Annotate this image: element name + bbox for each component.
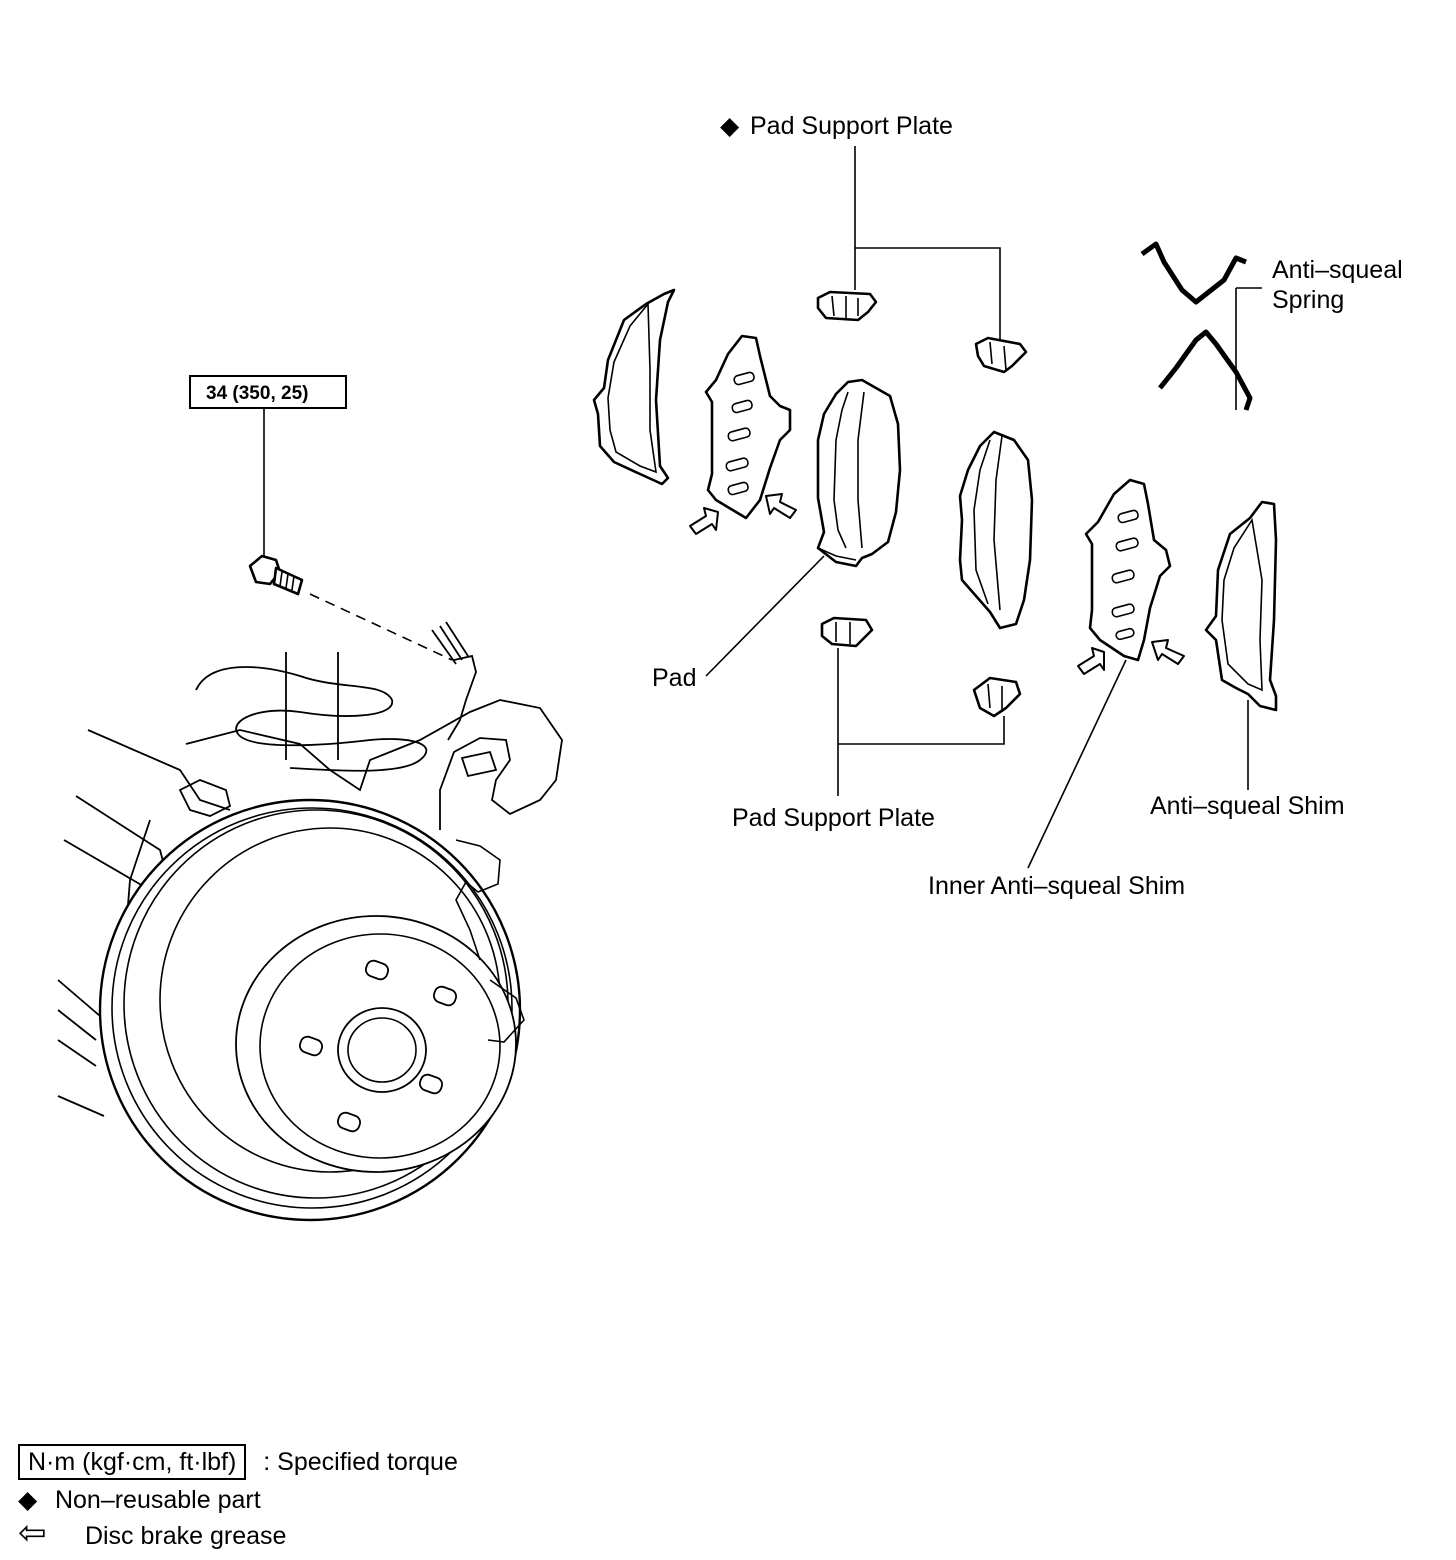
brake-diagram: ◆ Pad Support Plate Anti–squeal Spring [57, 112, 1403, 1222]
label-pad-support-plate-top: Pad Support Plate [750, 112, 953, 140]
grease-arrow-icon: ⇦ [18, 1514, 47, 1552]
grease-arrow-icon [765, 493, 797, 519]
pad-support-clip-bottom-right [972, 676, 1022, 718]
outer-anti-squeal-shim [592, 288, 676, 486]
non-reusable-icon: ◆ [720, 112, 740, 140]
legend-row-torque: N·m (kgf·cm, ft·lbf) : Specified torque [18, 1444, 458, 1480]
pad-support-clip-bottom-left [820, 616, 874, 648]
legend: N·m (kgf·cm, ft·lbf) : Specified torque … [18, 1444, 458, 1552]
pad-support-clip-top-left [816, 290, 878, 322]
legend-row-grease: ⇦ Disc brake grease [18, 1514, 458, 1552]
outer-anti-squeal-shim-right [1204, 500, 1278, 712]
suspension-assembly [57, 621, 563, 1117]
callout-pad-support-plate-top: ◆ Pad Support Plate [720, 112, 1001, 340]
label-inner-anti-squeal-shim: Inner Anti–squeal Shim [928, 872, 1185, 900]
torque-spec-value: 34 (350, 25) [206, 383, 308, 404]
grease-arrow-icon [689, 507, 719, 535]
legend-row-non-reusable: ◆ Non–reusable part [18, 1484, 458, 1518]
grease-arrow-icon [1077, 647, 1105, 675]
callout-pad: Pad [652, 555, 825, 692]
label-pad: Pad [652, 664, 696, 692]
grease-arrow-icon [1151, 639, 1185, 665]
label-anti-squeal-spring-1: Anti–squeal [1272, 256, 1403, 284]
label-anti-squeal-shim: Anti–squeal Shim [1150, 792, 1345, 820]
non-reusable-icon: ◆ [18, 1486, 38, 1514]
legend-torque-desc: : Specified torque [263, 1448, 458, 1476]
brake-disc [98, 798, 525, 1222]
callout-pad-support-plate-bottom: Pad Support Plate [732, 648, 1005, 832]
legend-torque-unit-box: N·m (kgf·cm, ft·lbf) [18, 1444, 247, 1480]
brake-pad-left [816, 378, 902, 568]
anti-squeal-spring: Anti–squeal Spring [1140, 241, 1403, 411]
callout-inner-anti-squeal-shim: Inner Anti–squeal Shim [928, 659, 1185, 900]
inner-anti-squeal-shim-left [689, 334, 797, 535]
inner-anti-squeal-shim-right [1077, 478, 1185, 675]
caliper-bolt [248, 554, 453, 661]
label-pad-support-plate-bottom: Pad Support Plate [732, 804, 935, 832]
label-anti-squeal-spring-2: Spring [1272, 286, 1344, 314]
legend-grease: Disc brake grease [84, 1522, 287, 1550]
callout-anti-squeal-shim: Anti–squeal Shim [1150, 700, 1345, 820]
torque-callout: 34 (350, 25) [189, 375, 347, 556]
legend-non-reusable: Non–reusable part [54, 1486, 261, 1514]
pad-support-clip-top-right [974, 336, 1028, 374]
brake-pad-right [958, 430, 1034, 630]
